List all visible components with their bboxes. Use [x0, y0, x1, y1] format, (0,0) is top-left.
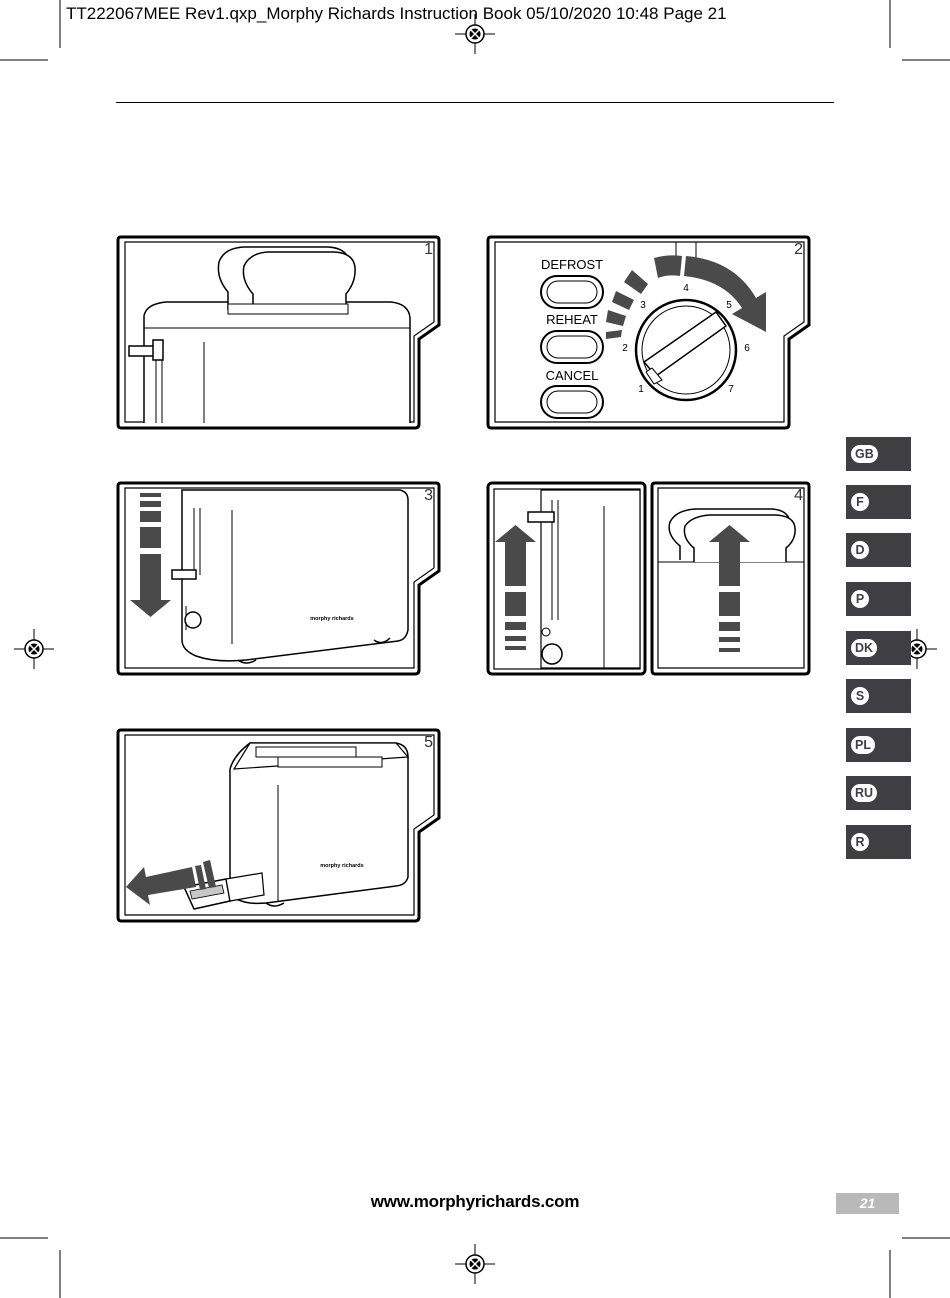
dial-number: 7 [728, 384, 734, 395]
language-code: F [851, 493, 869, 511]
header-rule [116, 102, 834, 103]
dial-number: 3 [640, 300, 646, 311]
language-tab-f[interactable]: F [846, 485, 911, 519]
figure-number: 1 [424, 241, 433, 258]
language-code: GB [851, 445, 878, 463]
registration-mark-icon [14, 629, 54, 669]
defrost-button [540, 275, 604, 309]
language-code: PL [851, 736, 875, 754]
reheat-button [540, 330, 604, 364]
figure-4: 4 [486, 481, 811, 676]
brand-logo: morphy richards [320, 863, 363, 869]
cancel-button [540, 385, 604, 419]
figure-5: morphy richards 5 [116, 728, 441, 923]
dial-number: 5 [726, 300, 732, 311]
language-tab-ru[interactable]: RU [846, 776, 911, 810]
registration-mark-icon [455, 14, 495, 54]
language-tab-dk[interactable]: DK [846, 631, 911, 665]
cancel-label: CANCEL [546, 368, 599, 383]
language-code: S [851, 687, 869, 705]
figure-2: DEFROST REHEAT CANCEL 1 2 3 4 5 6 7 2 [486, 235, 811, 430]
dial-number: 2 [622, 343, 628, 354]
brand-logo: morphy richards [310, 616, 353, 622]
registration-mark-icon [897, 629, 937, 669]
up-arrow-icon [709, 525, 750, 586]
left-arrow-icon [126, 867, 196, 905]
arrow-icon [684, 256, 766, 332]
language-code: RU [851, 784, 878, 802]
website-url[interactable]: www.morphyrichards.com [370, 1192, 580, 1211]
language-code: P [851, 590, 869, 608]
page-number: 21 [836, 1193, 899, 1214]
language-tab-r[interactable]: R [846, 825, 911, 859]
figure-1: 1 [116, 235, 441, 430]
figure-number: 5 [424, 734, 433, 751]
language-code: DK [851, 639, 878, 657]
print-slug: TT222067MEE Rev1.qxp_Morphy Richards Ins… [66, 4, 727, 23]
dial-number: 6 [744, 343, 750, 354]
dial-number: 4 [683, 283, 689, 294]
reheat-label: REHEAT [546, 312, 598, 327]
language-tab-p[interactable]: P [846, 582, 911, 616]
up-arrow-icon [495, 525, 536, 586]
language-code: D [851, 541, 869, 559]
language-tab-d[interactable]: D [846, 533, 911, 567]
figure-number: 3 [424, 487, 433, 504]
defrost-label: DEFROST [541, 257, 603, 272]
dial-number: 1 [638, 384, 644, 395]
down-arrow-icon [130, 554, 171, 617]
figure-number: 2 [794, 241, 803, 258]
language-tab-s[interactable]: S [846, 679, 911, 713]
language-code: R [851, 833, 869, 851]
figure-3: morphy richards 3 [116, 481, 441, 676]
language-tab-gb[interactable]: GB [846, 437, 911, 471]
registration-mark-icon [455, 1244, 495, 1284]
figure-number: 4 [794, 487, 803, 504]
language-tab-pl[interactable]: PL [846, 728, 911, 762]
